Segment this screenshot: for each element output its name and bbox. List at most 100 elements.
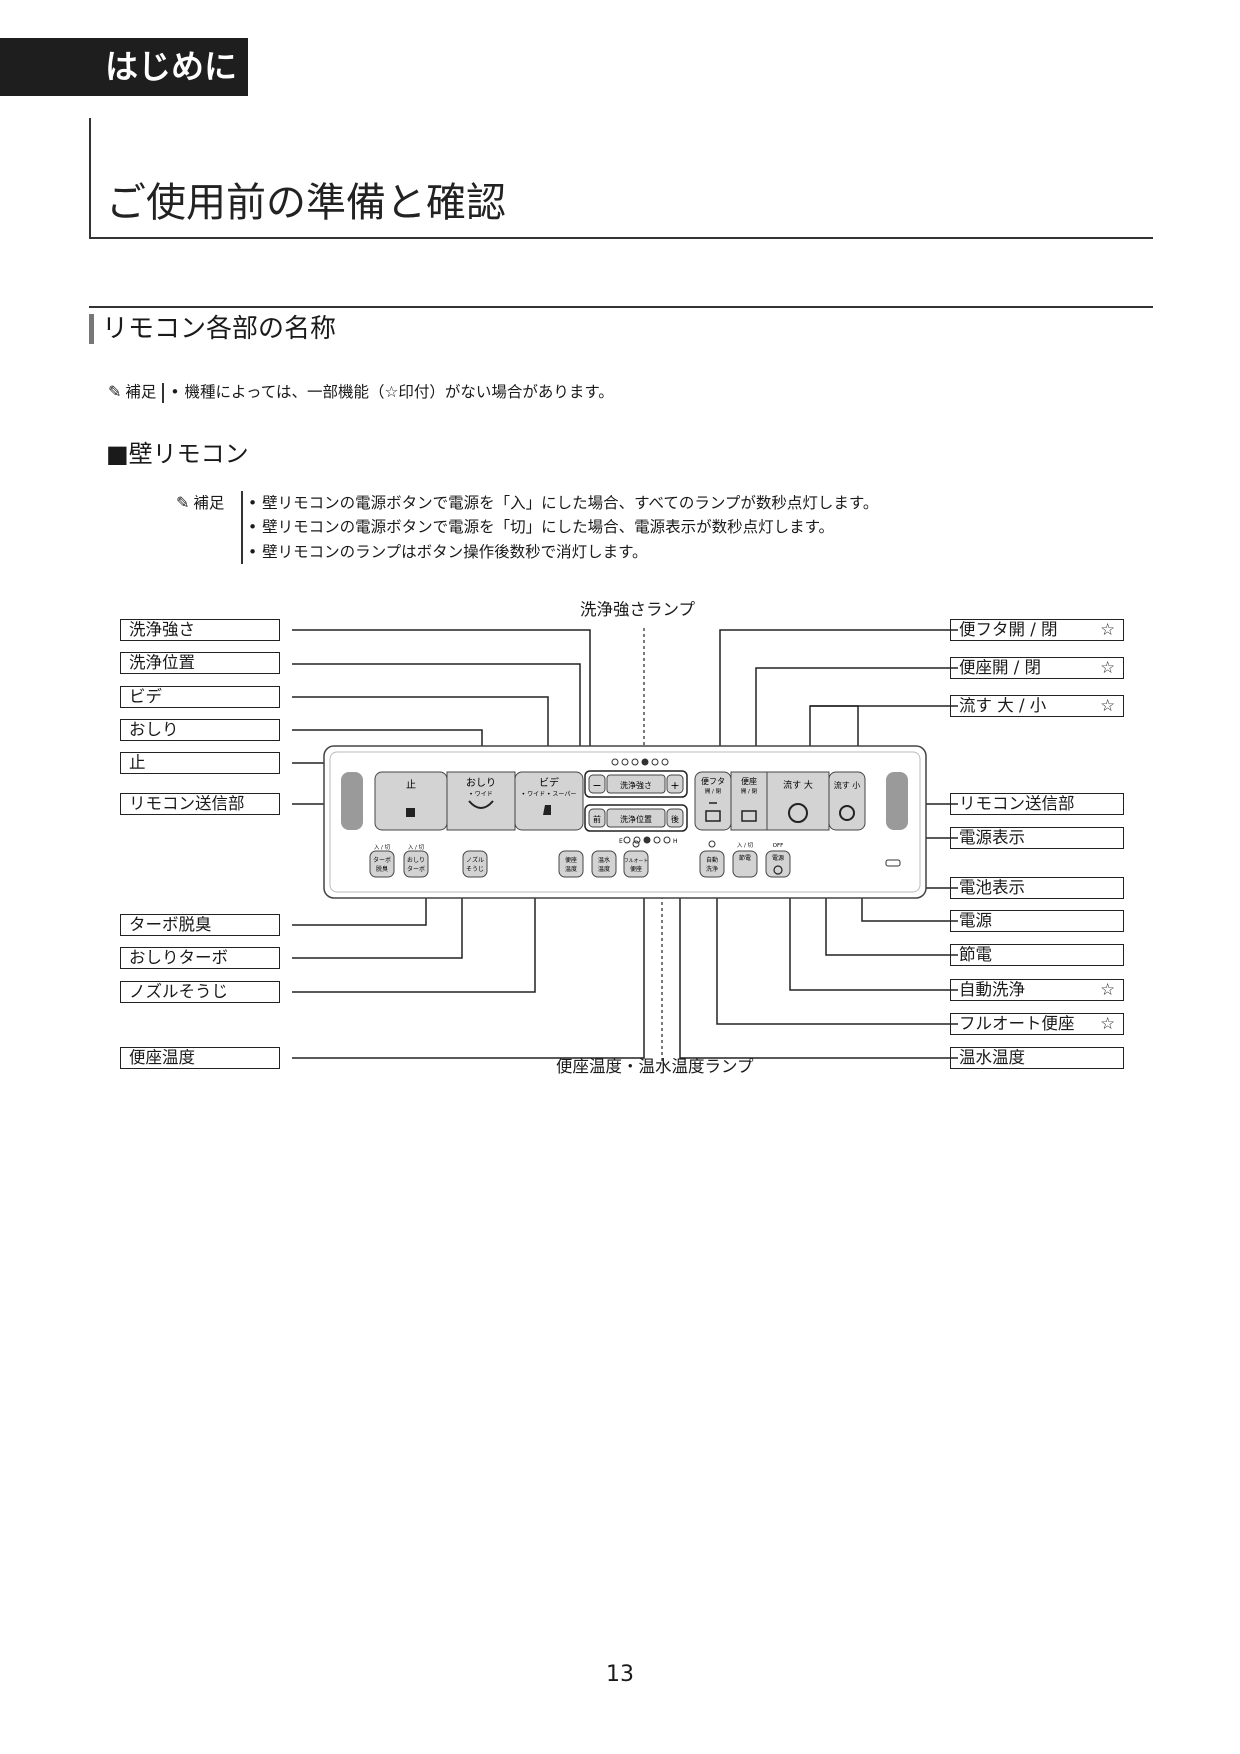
svg-text:電源: 電源 <box>772 854 784 862</box>
svg-text:おしり: おしり <box>407 857 425 864</box>
svg-text:そうじ: そうじ <box>466 866 484 873</box>
bidet-label: ビデ <box>539 776 559 789</box>
svg-text:脱臭: 脱臭 <box>376 865 388 873</box>
note-wall-item: • 壁リモコンの電源ボタンで電源を「切」にした場合、電源表示が数秒点灯します。 <box>248 518 835 536</box>
power-button <box>765 850 791 878</box>
label-auto-flush: 自動洗浄☆ <box>950 979 1124 1001</box>
strength-lamps <box>611 758 669 766</box>
oshiri-label: おしり <box>466 777 496 789</box>
seat-sub-label: 開 / 閉 <box>741 788 758 795</box>
note-separator <box>162 382 165 403</box>
label-turbo-deodor: ターボ脱臭 <box>120 914 280 936</box>
label-washing-position: 洗浄位置 <box>120 652 280 674</box>
sensor-left <box>341 772 363 830</box>
sensor-right <box>886 772 908 830</box>
note-wall-separator <box>241 491 243 564</box>
subsection-marker <box>89 314 94 344</box>
svg-text:便座: 便座 <box>565 856 577 864</box>
label-flush-big-small: 流す 大 / 小☆ <box>950 695 1124 717</box>
label-oshiri-turbo: おしりターボ <box>120 947 280 969</box>
svg-text:ターボ: ターボ <box>407 865 425 873</box>
subsection-rule <box>89 306 1153 308</box>
lid-label: 便フタ <box>701 776 725 786</box>
nozzle-clean-button <box>462 850 488 878</box>
label-stop: 止 <box>120 752 280 774</box>
label-remote-transmitter-left: リモコン送信部 <box>120 793 280 815</box>
wall-remote: 止 おしり • ワイド ビデ • ワイド • スーパー − 洗浄強さ + 前 洗… <box>323 745 927 899</box>
svg-text:ターボ: ターボ <box>373 856 391 864</box>
section-tab: はじめに <box>0 38 248 96</box>
flush-small-icon <box>839 805 855 821</box>
star-icon: ☆ <box>1100 1014 1115 1033</box>
label-bidet: ビデ <box>120 686 280 708</box>
temperature-lamps <box>623 836 671 844</box>
lid-icon <box>705 802 721 822</box>
pencil-icon: ✎ <box>176 493 190 512</box>
auto-flush-lamp <box>708 840 716 848</box>
power-icon <box>773 865 783 875</box>
svg-text:フルオート: フルオート <box>624 858 648 864</box>
auto-flush-button <box>699 850 725 878</box>
bidet-icon <box>543 805 551 815</box>
wall-remote-heading: ■壁リモコン <box>106 440 249 468</box>
note-wall-item: • 壁リモコンのランプはボタン操作後数秒で消灯します。 <box>248 543 648 561</box>
svg-text:節電: 節電 <box>739 854 751 862</box>
label-power-indicator: 電源表示 <box>950 827 1124 849</box>
seat-temp-button <box>558 850 584 878</box>
flush-big-label: 流す 大 <box>783 779 813 791</box>
note-wall-label: ✎補足 <box>176 491 224 515</box>
page-number: 13 <box>606 1662 634 1687</box>
svg-text:便座: 便座 <box>630 865 642 873</box>
flush-small-label: 流す 小 <box>834 780 861 790</box>
label-oshiri: おしり <box>120 719 280 741</box>
label-water-temp: 温水温度 <box>950 1047 1124 1069</box>
stop-label: 止 <box>406 779 416 791</box>
lamp-h: H <box>673 838 678 845</box>
caption-temp-lamp: 便座温度・温水温度ランプ <box>556 1057 754 1076</box>
on-off-label: 入 / 切 <box>374 844 391 851</box>
label-lid-open-close: 便フタ開 / 閉☆ <box>950 619 1124 641</box>
full-auto-seat-button <box>623 850 649 878</box>
label-full-auto-seat: フルオート便座☆ <box>950 1013 1124 1035</box>
plus-button: + <box>670 779 679 792</box>
svg-text:ノズル: ノズル <box>466 856 484 864</box>
stop-square-icon <box>406 808 415 817</box>
label-seat-open-close: 便座開 / 閉☆ <box>950 657 1124 679</box>
label-washing-strength: 洗浄強さ <box>120 619 280 641</box>
strength-label: 洗浄強さ <box>620 780 652 790</box>
label-battery-indicator: 電池表示 <box>950 877 1124 899</box>
eco-on-off-label: 入 / 切 <box>737 842 754 849</box>
battery-icon <box>885 859 901 867</box>
label-seat-temp: 便座温度 <box>120 1047 280 1069</box>
star-icon: ☆ <box>1100 696 1115 715</box>
back-button: 後 <box>671 814 679 824</box>
water-temp-button <box>591 850 617 878</box>
bidet-button <box>514 771 584 831</box>
seat-icon <box>741 810 757 822</box>
svg-text:温度: 温度 <box>598 865 610 873</box>
note-label: 補足 <box>193 494 225 512</box>
title-vertical-rule <box>89 118 91 239</box>
pencil-icon: ✎ <box>108 382 122 401</box>
label-remote-transmitter-right: リモコン送信部 <box>950 793 1124 815</box>
turbo-deodor-button <box>369 850 395 878</box>
note-label: 補足 <box>125 383 157 401</box>
star-icon: ☆ <box>1100 980 1115 999</box>
star-icon: ☆ <box>1100 658 1115 677</box>
note-top: ✎補足• 機種によっては、一部機能（☆印付）がない場合があります。 <box>108 380 614 404</box>
on-off-label: 入 / 切 <box>408 844 425 851</box>
flush-big-icon <box>788 803 808 823</box>
lid-sub-label: 開 / 閉 <box>705 788 722 795</box>
star-icon: ☆ <box>1100 620 1115 639</box>
page-title: ご使用前の準備と確認 <box>106 180 506 226</box>
svg-text:温度: 温度 <box>565 865 577 873</box>
label-eco: 節電 <box>950 944 1124 966</box>
power-off-label: OFF <box>773 843 784 849</box>
position-label: 洗浄位置 <box>620 814 652 824</box>
svg-text:温水: 温水 <box>598 856 610 864</box>
oshiri-button <box>446 771 516 831</box>
svg-text:自動: 自動 <box>706 856 718 864</box>
title-underline <box>89 237 1153 239</box>
subsection-title: リモコン各部の名称 <box>102 314 337 344</box>
label-nozzle-clean: ノズルそうじ <box>120 981 280 1003</box>
